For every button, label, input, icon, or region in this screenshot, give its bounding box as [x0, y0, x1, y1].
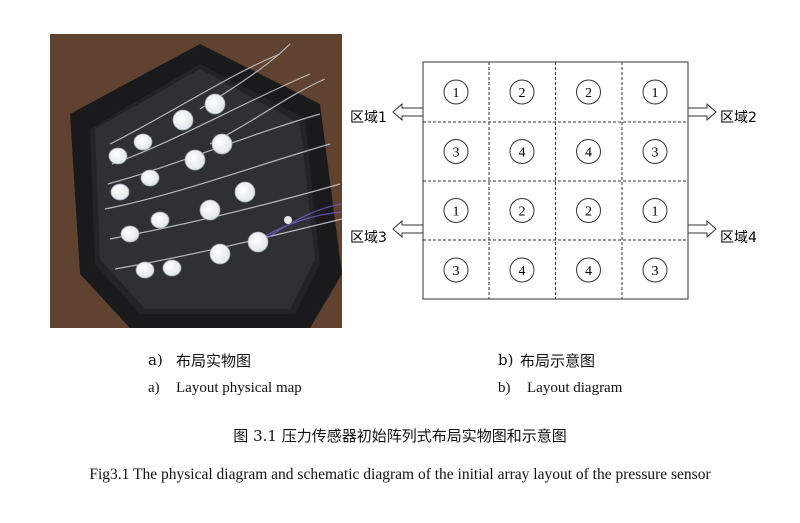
- left-arrow-icon: [392, 219, 424, 239]
- sensor-number: 4: [519, 146, 526, 161]
- layout-photo: [50, 34, 342, 328]
- sensor-number: 1: [453, 205, 460, 220]
- sensor-number: 2: [519, 205, 526, 220]
- sensor-number: 4: [585, 264, 592, 279]
- sensor-number: 1: [652, 86, 659, 101]
- sensor-circle: [642, 139, 668, 164]
- sensor-circle: [443, 79, 469, 105]
- sensor-circle: [443, 257, 469, 283]
- sensor-circle: [576, 257, 601, 283]
- sensor-number: 3: [652, 146, 659, 161]
- caption-a-cn-label: a): [148, 351, 163, 369]
- photo-illustration: [50, 34, 342, 328]
- layout-diagram: 1 2 2 1 3 4 4 3 1 2 2 1 3 4 4 3 区域1 区域3 区域2 区域4: [350, 60, 780, 305]
- sensor-circle: [509, 139, 535, 164]
- caption-b-en-text: Layout diagram: [527, 380, 623, 396]
- sensor-number: 3: [453, 146, 460, 161]
- region-3-arrow: 区域3: [350, 219, 424, 246]
- sensor-circle: [509, 257, 535, 283]
- sensor-circle: [509, 79, 535, 105]
- layout-diagram-svg: 1 2 2 1 3 4 4 3 1 2 2 1 3 4 4 3 区域1 区域3 区域2 区域4: [350, 61, 757, 300]
- region-4-arrow: 区域4: [687, 219, 757, 246]
- region-1-label: 区域1: [350, 110, 387, 126]
- right-arrow-icon: [687, 219, 717, 239]
- sensor-circle: [576, 198, 601, 223]
- sensor-circle: [443, 198, 469, 223]
- sensor-number: 3: [652, 264, 659, 279]
- caption-b-en-label: b): [498, 380, 511, 396]
- sensor-number: 4: [519, 264, 526, 279]
- caption-a-en-label: a): [148, 380, 160, 396]
- region-2-label: 区域2: [720, 110, 757, 126]
- sensor-circle: [642, 79, 668, 105]
- region-4-label: 区域4: [720, 230, 757, 246]
- caption-b-cn-text: 布局示意图: [520, 352, 596, 370]
- figure-caption-en: Fig3.1 The physical diagram and schemati…: [89, 466, 711, 483]
- sensor-circle: [576, 79, 601, 105]
- sensor-circle: [642, 257, 668, 283]
- caption-b-cn-label: b): [498, 351, 514, 369]
- sensor-number: 3: [453, 264, 460, 279]
- right-arrow-icon: [687, 102, 717, 122]
- sensor-circle: [509, 198, 535, 223]
- region-3-label: 区域3: [350, 230, 387, 246]
- figure-caption-cn: 图 3.1 压力传感器初始阵列式布局实物图和示意图: [233, 427, 567, 445]
- sensor-number: 4: [585, 146, 592, 161]
- sensor-number: 2: [585, 86, 592, 101]
- caption-a-cn-text: 布局实物图: [176, 352, 252, 370]
- sensor-number: 2: [585, 205, 592, 220]
- sensor-number: 1: [453, 86, 460, 101]
- sensor-circle: [576, 139, 601, 164]
- region-1-arrow: 区域1: [350, 102, 424, 126]
- sensor-number: 2: [519, 86, 526, 101]
- sensor-circle: [443, 139, 469, 164]
- sensor-circle: [642, 198, 668, 223]
- caption-a-en-text: Layout physical map: [176, 380, 302, 396]
- sensor-number: 1: [652, 205, 659, 220]
- left-arrow-icon: [392, 102, 424, 122]
- region-2-arrow: 区域2: [687, 102, 757, 126]
